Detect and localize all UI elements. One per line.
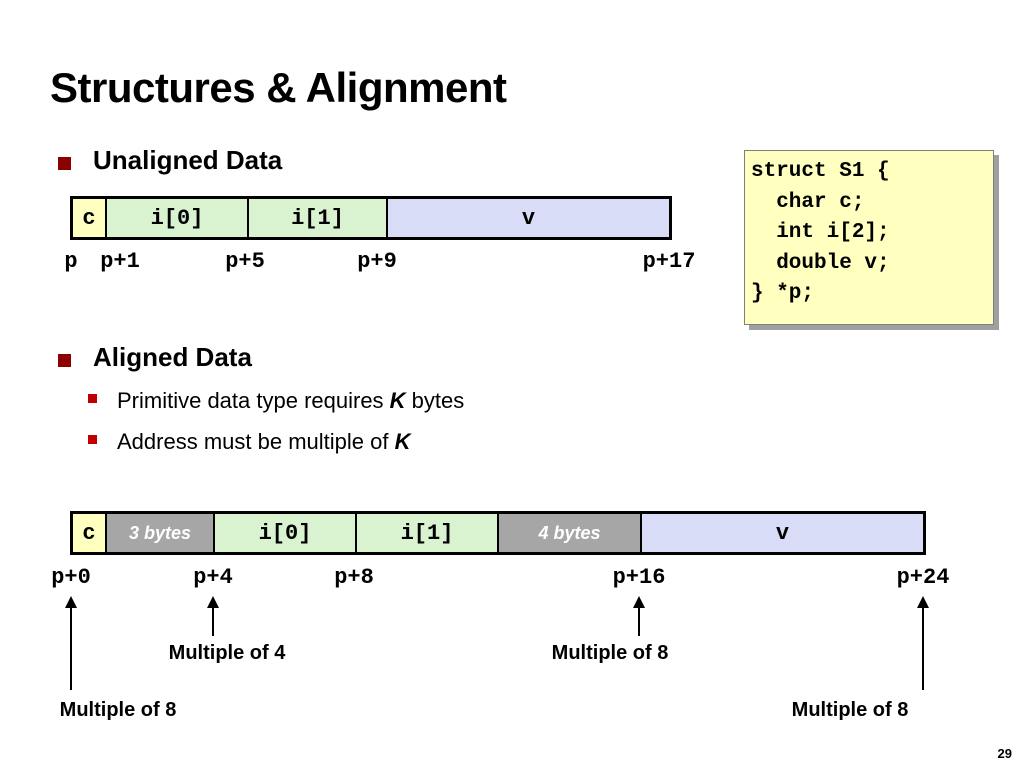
code-line: char c; (751, 190, 865, 214)
arrow-shaft (922, 606, 924, 690)
address-label: p+9 (357, 249, 397, 274)
cell-i0: i[0] (107, 199, 249, 237)
arrow-shaft (212, 606, 214, 636)
cell-v: v (388, 199, 669, 237)
address-label: p+8 (334, 565, 374, 590)
cell-c: c (73, 514, 107, 552)
code-line: } *p; (751, 282, 815, 305)
arrow-up-icon (917, 596, 929, 608)
cell-v: v (642, 514, 923, 552)
address-label: p+16 (612, 565, 666, 590)
cell-i1: i[1] (249, 199, 388, 237)
code-line: int i[2]; (751, 221, 890, 244)
sub-text: Address must be multiple of (117, 429, 395, 454)
cell-c: c (73, 199, 107, 237)
aligned-heading: Aligned Data (93, 342, 252, 372)
annotation-label: Multiple of 8 (59, 699, 177, 721)
sub-bullet-icon (88, 394, 97, 403)
sub-k: K (389, 388, 406, 413)
bullet-square-icon (58, 157, 71, 170)
arrow-up-icon (65, 596, 77, 608)
address-label: p+0 (51, 565, 91, 590)
sub-k: K (394, 429, 411, 454)
cell-padding-4: 4 bytes (499, 514, 642, 552)
sub-bullet-text: Primitive data type requires K bytes (117, 388, 464, 414)
annotation-label: Multiple of 4 (168, 642, 286, 664)
unaligned-layout-row: c i[0] i[1] v (70, 196, 672, 240)
address-label: p+5 (225, 249, 265, 274)
annotation-label: Multiple of 8 (791, 699, 909, 721)
cell-padding-3: 3 bytes (107, 514, 215, 552)
cell-i0: i[0] (215, 514, 357, 552)
unaligned-heading: Unaligned Data (93, 145, 283, 175)
arrow-up-icon (207, 596, 219, 608)
arrow-shaft (70, 606, 72, 690)
arrow-shaft (638, 606, 640, 636)
address-label: p+1 (100, 249, 140, 274)
bullet-square-icon (58, 354, 71, 367)
address-label: p (64, 249, 78, 274)
struct-code-box: struct S1 { char c; int i[2]; double v; … (744, 150, 994, 325)
annotation-label: Multiple of 8 (551, 642, 669, 664)
sub-bullet-icon (88, 435, 97, 444)
arrow-up-icon (633, 596, 645, 608)
code-line: double v; (751, 251, 890, 275)
page-number: 29 (997, 746, 1012, 761)
cell-i1: i[1] (357, 514, 499, 552)
page-title: Structures & Alignment (50, 64, 507, 111)
code-line: struct S1 { (751, 160, 890, 183)
aligned-layout-row: c 3 bytes i[0] i[1] 4 bytes v (70, 511, 926, 555)
sub-bullet-text: Address must be multiple of K (117, 429, 410, 455)
address-label: p+4 (193, 565, 233, 590)
address-label: p+24 (896, 565, 950, 590)
address-label: p+17 (642, 249, 696, 274)
sub-text: bytes (405, 388, 465, 413)
sub-text: Primitive data type requires (117, 388, 390, 413)
